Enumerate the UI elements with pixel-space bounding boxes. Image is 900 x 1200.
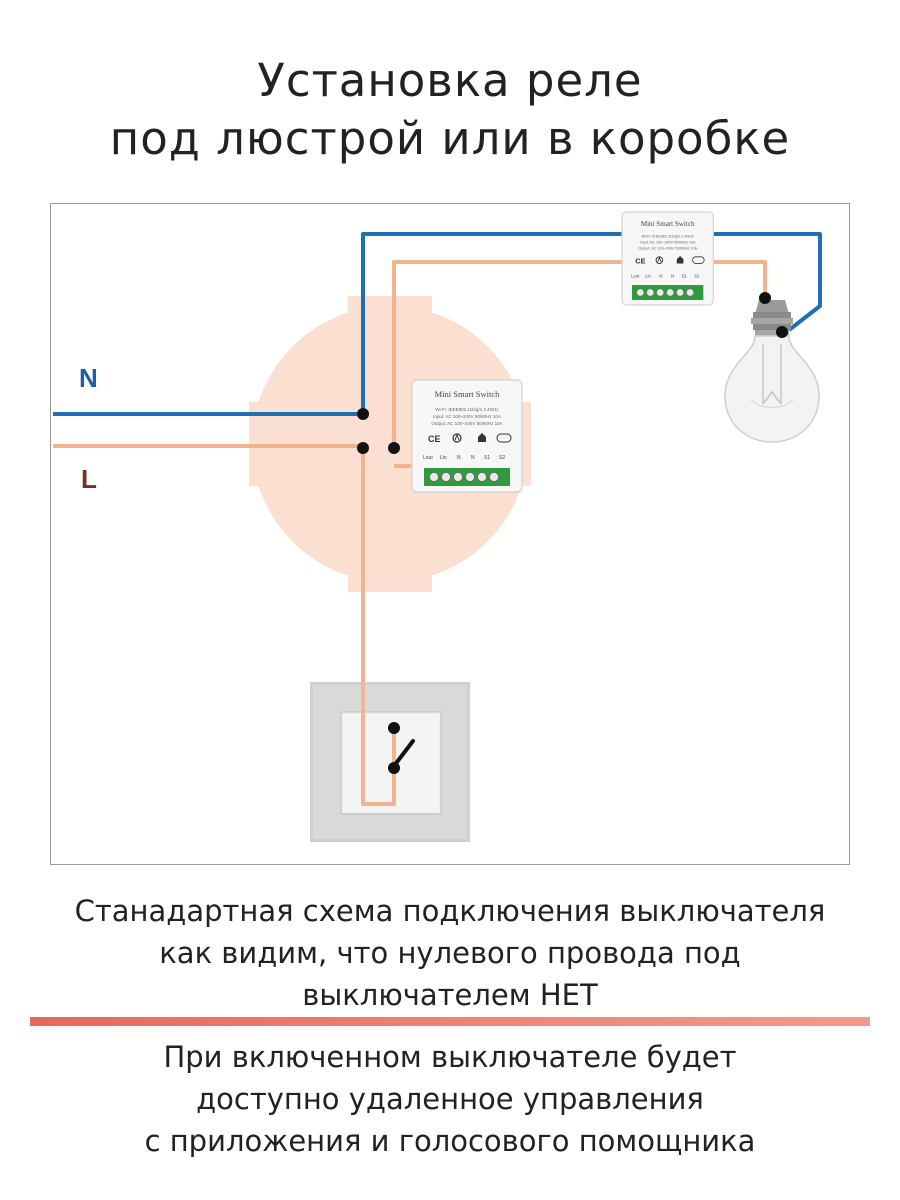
terminal-lout: Lout (423, 455, 433, 461)
connection-points (357, 292, 788, 774)
neutral-wire (53, 232, 822, 416)
terminal2-s2: S2 (694, 274, 700, 279)
wiring-diagram: N L Mini Smart Switch Wi-Fi: IEEE802.11b… (50, 203, 850, 865)
smart-relay-box: Mini Smart Switch Wi-Fi: IEEE802.11b/g/n… (411, 379, 523, 493)
neutral-label: N (79, 363, 98, 393)
relay2-home-icon (676, 255, 684, 264)
title-line-1: Установка реле (257, 54, 643, 107)
relay2-alexa-icon (655, 256, 664, 264)
caption1-line-3: выключателем НЕТ (302, 978, 598, 1012)
page-title: Установка реле под люстрой или в коробке (0, 52, 900, 168)
caption-standard-scheme: Станадартная схема подключения выключате… (0, 890, 900, 1016)
switch-lever (392, 739, 415, 768)
terminal2-lout: Lout (631, 274, 640, 279)
relay2-wifi-icon (692, 256, 705, 264)
wall-switch (310, 682, 470, 842)
relay2-ce-mark: CE (635, 256, 645, 265)
terminal2-n2: N (671, 274, 674, 279)
relay2-input-spec: Input: AC 100~240V 50/60Hz 10A (640, 241, 696, 245)
title-line-2: под люстрой или в коробке (109, 112, 791, 165)
caption2-line-3: с приложения и голосового помощника (144, 1124, 756, 1158)
terminal-n1: N (457, 455, 461, 461)
relay-ce-mark: CE (428, 434, 441, 444)
relay2-wifi-spec: Wi-Fi: IEEE802.11b/g/n 2.4GHz (642, 235, 694, 239)
terminal-n2: N (471, 455, 475, 461)
line-label: L (81, 464, 97, 494)
relay-wifi-spec: Wi-Fi: IEEE802.11b/g/n 2.4GHz (435, 407, 499, 412)
caption2-line-2: доступно удаленное управления (196, 1082, 704, 1116)
terminal-lin: Lin (440, 455, 447, 461)
caption2-line-1: При включенном выключателе будет (163, 1040, 737, 1074)
relay-output-spec: Output: AC 100~240V 50/60Hz 10A (431, 421, 502, 426)
caption-remote-control: При включенном выключателе будет доступн… (0, 1036, 900, 1162)
relay2-terminal-labels: Lout Lin N N S1 S2 (631, 274, 700, 279)
relay-name: Mini Smart Switch (435, 389, 500, 399)
relay-terminal-labels: Lout Lin N N S1 S2 (423, 455, 505, 461)
wiring-diagram-svg: N L Mini Smart Switch Wi-Fi: IEEE802.11b… (53, 211, 822, 842)
terminal-s1: S1 (484, 455, 490, 461)
relay-home-icon (478, 433, 486, 442)
terminal-s2: S2 (499, 455, 505, 461)
relay-alexa-icon (452, 433, 462, 443)
relay2-output-spec: Output: AC 100~240V 50/60Hz 10A (638, 246, 697, 250)
smart-relay-lamp: Mini Smart Switch Wi-Fi: IEEE802.11b/g/n… (621, 211, 714, 306)
light-bulb-icon (724, 300, 820, 443)
caption1-line-2: как видим, что нулевого провода под (159, 936, 741, 970)
terminal2-n1: N (659, 274, 662, 279)
terminal2-s1: S1 (682, 274, 688, 279)
relay2-name: Mini Smart Switch (641, 220, 695, 228)
terminal2-lin: Lin (645, 274, 651, 279)
caption1-line-1: Станадартная схема подключения выключате… (74, 894, 826, 928)
relay-input-spec: Input: AC 100~240V 50/60Hz 10A (433, 414, 501, 419)
divider-bar (30, 1017, 870, 1026)
relay-wifi-icon (496, 433, 512, 443)
